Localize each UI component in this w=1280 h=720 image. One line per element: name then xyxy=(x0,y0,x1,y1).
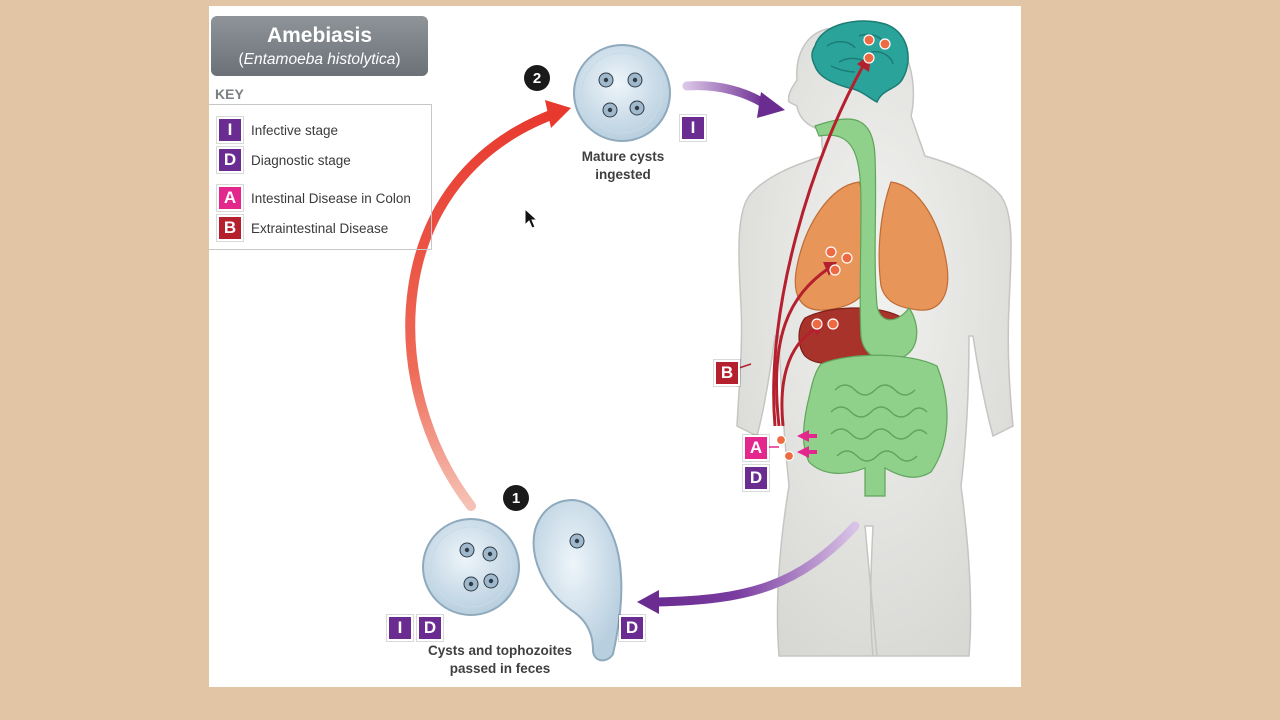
mature-cyst xyxy=(573,44,671,142)
key-label-infective: Infective stage xyxy=(251,122,339,138)
step-1-number: 1 xyxy=(503,485,529,511)
extraintestinal-badge-leader xyxy=(738,363,752,369)
diagram-subtitle: (Entamoeba histolytica) xyxy=(211,51,428,69)
passed-cyst xyxy=(422,518,520,616)
key-legend: I Infective stage D Diagnostic stage A I… xyxy=(209,104,432,250)
red-cycle-arrow xyxy=(405,107,564,511)
diagram-title: Amebiasis xyxy=(266,24,373,47)
trophozoite-diagnostic-badge: D xyxy=(619,615,645,641)
diagram-title-box: Amebiasis (Entamoeba histolytica) xyxy=(211,16,428,76)
scientific-name: Entamoeba histolytica xyxy=(243,51,396,68)
red-cycle-arrowhead xyxy=(545,100,571,128)
subtitle-close-paren: ) xyxy=(395,51,401,68)
ingestion-arrowhead xyxy=(757,92,785,118)
intestinal-diagnostic-badge: D xyxy=(743,465,769,491)
ingestion-arrow xyxy=(682,81,770,109)
step-2-caption-line1: Mature cysts xyxy=(581,149,665,164)
excretion-arrow xyxy=(652,521,860,607)
key-item-infective: I Infective stage xyxy=(217,117,338,143)
key-item-diagnostic: D Diagnostic stage xyxy=(217,147,351,173)
intestinal-disease-badge: A xyxy=(743,435,769,461)
intestinal-arrows xyxy=(797,430,817,458)
key-item-extraintestinal: B Extraintestinal Disease xyxy=(217,215,388,241)
feces-diagnostic-badge: D xyxy=(417,615,443,641)
extraintestinal-badge: B xyxy=(217,215,243,241)
extraintestinal-arrows xyxy=(772,65,865,427)
step-1-caption-line2: passed in feces xyxy=(449,661,551,676)
slide-canvas: Amebiasis (Entamoeba histolytica) KEY I … xyxy=(209,6,1021,687)
key-label-intestinal: Intestinal Disease in Colon xyxy=(251,190,411,206)
trophozoite xyxy=(532,498,623,662)
diagnostic-badge: D xyxy=(217,147,243,173)
key-heading: KEY xyxy=(215,86,244,102)
subtitle-open-paren: ( xyxy=(238,51,244,68)
step-1-caption-line1: Cysts and tophozoites xyxy=(427,643,572,658)
ingestion-infective-badge: I xyxy=(680,115,706,141)
life-cycle-diagram xyxy=(405,20,1014,662)
step-2-caption-line2: ingested xyxy=(595,167,651,182)
excretion-arrowhead xyxy=(637,590,659,614)
lungs xyxy=(794,181,949,311)
key-label-diagnostic: Diagnostic stage xyxy=(251,152,351,168)
intestinal-badge: A xyxy=(217,185,243,211)
feces-infective-badge: I xyxy=(387,615,413,641)
step-2-number: 2 xyxy=(524,65,550,91)
trophozoite-dots xyxy=(775,34,891,462)
infective-badge: I xyxy=(217,117,243,143)
extraintestinal-disease-badge: B xyxy=(714,360,740,386)
intestines xyxy=(802,354,948,497)
step-2-caption: Mature cysts ingested xyxy=(563,148,683,184)
key-label-extraintestinal: Extraintestinal Disease xyxy=(251,220,389,236)
step-1-caption: Cysts and tophozoites passed in feces xyxy=(405,642,595,678)
key-item-intestinal: A Intestinal Disease in Colon xyxy=(217,185,411,211)
esophagus-stomach xyxy=(814,118,918,361)
mouse-cursor-icon xyxy=(524,208,538,229)
